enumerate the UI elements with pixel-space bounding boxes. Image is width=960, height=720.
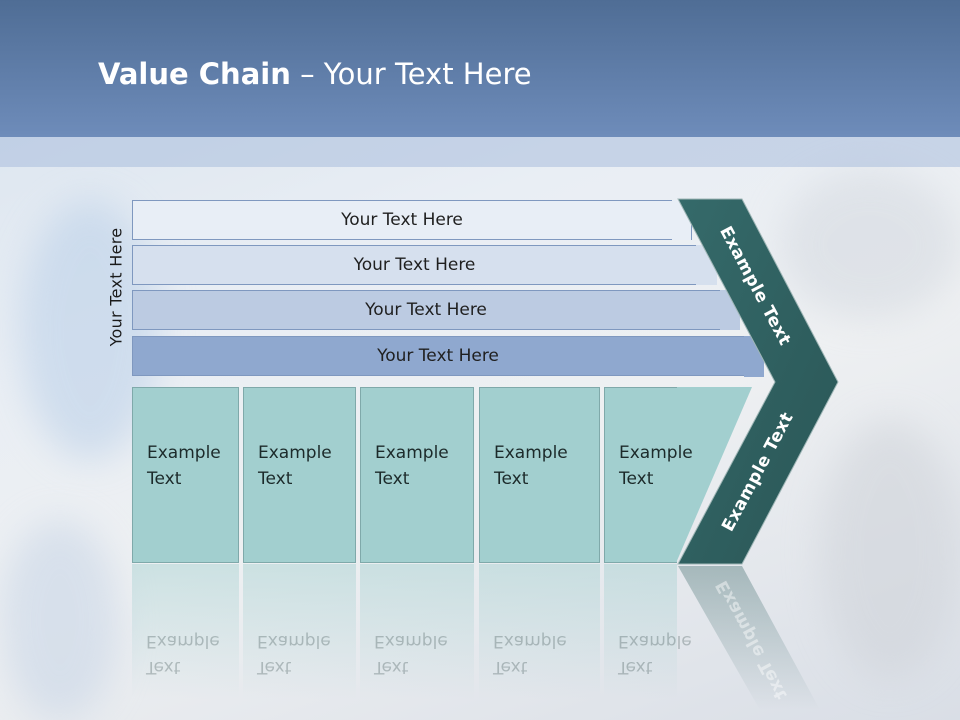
- activity-box-line: Example: [147, 443, 221, 463]
- title-bar-band: [0, 137, 960, 167]
- slide-title-bold: Value Chain: [98, 57, 291, 91]
- background-shape: [820, 420, 960, 680]
- background-shape: [780, 170, 960, 320]
- activity-box-line: Example: [375, 443, 449, 463]
- reflection-text: Text: [146, 657, 181, 677]
- support-row-label: Your Text Here: [365, 300, 487, 320]
- activity-box-reflection: Text Example: [360, 564, 474, 714]
- activity-box-line: Example: [619, 443, 693, 463]
- title-bar: [0, 0, 960, 137]
- activity-box-1: Example Text: [132, 387, 239, 563]
- box-5-cap: [676, 387, 752, 563]
- reflection-text: Text: [374, 657, 409, 677]
- activity-box-4: Example Text: [479, 387, 600, 563]
- support-row-label: Your Text Here: [353, 255, 476, 275]
- reflection-text: Example: [257, 631, 331, 651]
- activity-box-line: Text: [494, 469, 529, 489]
- reflection-text: Text: [257, 657, 292, 677]
- support-row-3: Your Text Here: [132, 290, 740, 330]
- activity-box-5: Example Text: [604, 387, 693, 563]
- chevron-shape: [677, 198, 839, 565]
- support-row-2: Your Text Here: [132, 245, 717, 285]
- slide-title: Value Chain – Your Text Here: [98, 54, 532, 94]
- activity-box-3: Example Text: [360, 387, 474, 563]
- activity-box-line: Example: [494, 443, 568, 463]
- activity-box-reflection: Text Example: [479, 564, 600, 714]
- support-row-4: Your Text Here: [132, 336, 764, 376]
- activity-box-line: Text: [619, 469, 654, 489]
- support-row-1: Your Text Here: [132, 200, 692, 240]
- activity-box-reflection: Text Example: [604, 564, 692, 714]
- activity-box-line: Text: [375, 469, 410, 489]
- support-row-label: Your Text Here: [341, 210, 463, 230]
- chevron-reflection: [678, 566, 820, 710]
- activity-box-reflection: Text Example: [243, 564, 356, 714]
- reflection-text: Text: [618, 657, 653, 677]
- support-row-label: Your Text Here: [377, 346, 499, 366]
- reflection-text: Example: [146, 631, 220, 651]
- background-shape: [0, 520, 120, 720]
- activity-box-reflection: Text Example: [132, 564, 239, 714]
- activity-box-line: Example: [258, 443, 332, 463]
- reflection-text: Text: [493, 657, 528, 677]
- slide-title-rest: – Your Text Here: [290, 57, 532, 91]
- activity-box-line: Text: [147, 469, 182, 489]
- reflection-text: Example: [618, 631, 692, 651]
- activity-box-line: Text: [258, 469, 293, 489]
- activity-box-2: Example Text: [243, 387, 356, 563]
- reflection-text: Example: [493, 631, 567, 651]
- reflection-text: Example: [374, 631, 448, 651]
